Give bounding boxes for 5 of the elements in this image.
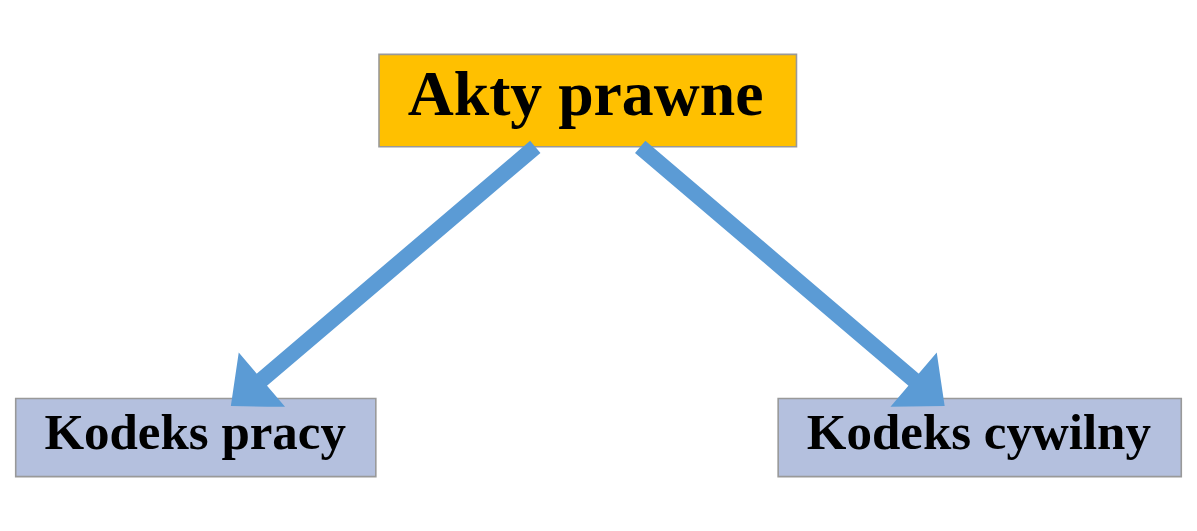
arrow (635, 140, 945, 407)
node-box: Kodeks pracy (14, 397, 377, 478)
node-box: Kodeks cywilny (777, 397, 1183, 478)
arrow (230, 140, 541, 407)
node-box: Akty prawne (378, 53, 798, 148)
